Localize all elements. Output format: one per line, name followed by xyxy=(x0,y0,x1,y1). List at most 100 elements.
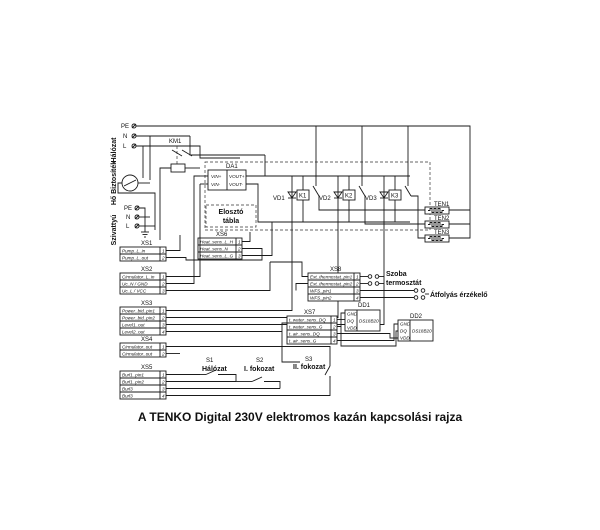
relay-3-label: K3 xyxy=(391,194,399,200)
dd1-title: DD1 xyxy=(358,303,371,309)
xs8-pin-3-num: 3 xyxy=(356,289,359,294)
relay-1: VD1 K1 xyxy=(273,126,425,222)
side-label-ho-biztosilek: Hő Biztosíték xyxy=(111,161,118,205)
heater-2-element xyxy=(424,220,450,229)
xs3-pin-4-num: 4 xyxy=(162,330,165,335)
contactor-km1-label: KM1 xyxy=(169,139,182,145)
eloszto-tabla-line2: tábla xyxy=(223,218,239,225)
xs7-title: XS7 xyxy=(304,310,316,316)
eloszto-tabla-box xyxy=(205,204,257,228)
xs4-pin-2-num: 2 xyxy=(161,352,165,357)
switch-s2-label: I. fokozat xyxy=(244,366,275,373)
sensor-dd2: DD2 GND DQ VDD DS18B20 xyxy=(397,314,434,342)
connector-xs5: XS5 Burl1_pin1 Burl1_pin2 Burl3 Burl3 1 … xyxy=(119,365,331,400)
xs8-pin-4-label: WFS_pin2 xyxy=(310,296,332,301)
dd1-pin-gnd: GND xyxy=(347,312,358,317)
heater-1-label: TEN1 xyxy=(434,202,450,208)
connector-xs8: XS8 Ext_thermostat_pin1 Ext_thermostat_p… xyxy=(270,261,429,302)
switch-s2-ref: S2 xyxy=(256,358,264,364)
xs4-title: XS4 xyxy=(141,337,153,343)
pump-terminal-pe: PE xyxy=(124,206,132,212)
xs8-pin-3-label: WFS_pin1 xyxy=(310,289,332,294)
xs4-pin-2-label: Cirmulator_out xyxy=(122,352,153,357)
da1-input-1: VIN+ xyxy=(211,174,222,179)
xs4-pin-1-num: 1 xyxy=(162,345,165,350)
connector-xs6: XS6 Heat_sens_L_H Heat_sens_N Heat_sens_… xyxy=(197,222,273,260)
xs5-pin-4-num: 4 xyxy=(162,394,165,399)
dd1-pin-dq: DQ xyxy=(347,319,354,324)
xs6-title: XS6 xyxy=(216,232,228,238)
xs2-pin-1-num: 1 xyxy=(162,275,165,280)
xs6-pin-3-num: 3 xyxy=(238,254,241,259)
label-szoba-line2: termosztát xyxy=(386,280,422,287)
xs2-pin-2-label: Uc_N / GND xyxy=(122,282,148,287)
xs5-pin-2-num: 2 xyxy=(161,380,165,385)
relay-1-label: K1 xyxy=(299,194,307,200)
da1-output-2: VOUT- xyxy=(229,182,243,187)
xs3-pin-2-num: 2 xyxy=(161,316,165,321)
sensor-dd1: DD1 GND DQ VDD DS18B20 xyxy=(344,303,381,332)
xs8-pin-2-label: Ext_thermostat_pin2 xyxy=(310,282,353,287)
side-label-halozat: Hálózat xyxy=(111,137,118,163)
dd2-pin-dq: DQ xyxy=(400,329,407,334)
connector-xs1: XS1 Pump_L_in Pump_L_out 1 2 xyxy=(119,235,263,262)
module-da1: DA1 VIN+ VIN- VOUT+ VOUT- xyxy=(200,164,410,223)
xs6-pin-1-num: 1 xyxy=(238,240,241,245)
xs2-title: XS2 xyxy=(141,267,153,273)
side-label-szivattyu: Szivattyú xyxy=(111,215,118,246)
xs6-pin-2-num: 2 xyxy=(237,247,241,252)
xs3-pin-3-label: Level1_out xyxy=(122,323,145,328)
xs1-pin-1-label: Pump_L_in xyxy=(122,249,146,254)
heater-3-element xyxy=(424,234,450,243)
xs1-pin-2-num: 2 xyxy=(161,256,165,261)
da1-output-1: VOUT+ xyxy=(229,174,245,179)
xs7-pin-4-label: t_air_sens_G xyxy=(289,339,317,344)
contactor-coil xyxy=(170,163,186,173)
xs7-pin-3-label: t_air_sens_DQ xyxy=(289,332,320,337)
heater-2-label: TEN2 xyxy=(434,216,450,222)
xs3-pin-1-label: Power_bid_pin1 xyxy=(122,309,155,314)
switch-s1: S1 Hálózat xyxy=(200,358,237,382)
xs2-pin-2-num: 2 xyxy=(161,282,165,287)
xs5-pin-4-label: Burl3 xyxy=(122,394,133,399)
xs1-pin-2-label: Pump_L_out xyxy=(122,256,149,261)
xs8-pin-1-label: Ext_thermostat_pin1 xyxy=(310,275,353,280)
relay-1-diode-label: VD1 xyxy=(273,196,285,202)
switch-s1-label: Hálózat xyxy=(202,366,228,373)
xs3-title: XS3 xyxy=(141,301,153,307)
switch-s3: S3 II. fokozat xyxy=(281,331,331,378)
dd1-chip: DS18B20 xyxy=(359,319,379,324)
heaters: TEN1 TEN2 TEN3 xyxy=(424,202,471,243)
label-szoba-line1: Szoba xyxy=(386,271,407,278)
pump-terminals: PE N L xyxy=(124,205,155,238)
xs3-pin-2-label: Power_bid_pin2 xyxy=(122,316,155,321)
thermal-fuse xyxy=(117,174,156,230)
relay-2: VD2 K2 xyxy=(319,126,425,225)
connector-xs2: XS2 Cirmulator_L_in Uc_N / GND Uc_L / VC… xyxy=(119,175,271,295)
relay-2-label: K2 xyxy=(345,194,353,200)
xs8-title: XS8 xyxy=(330,267,342,273)
xs5-title: XS5 xyxy=(141,365,153,371)
xs8-pin-2-num: 2 xyxy=(355,282,359,287)
xs5-pin-3-num: 3 xyxy=(162,387,165,392)
relay-2-diode-label: VD2 xyxy=(319,196,331,202)
dd2-pin-gnd: GND xyxy=(400,322,411,327)
mains-terminal-n: N xyxy=(123,134,127,140)
mains-terminal-pe: PE xyxy=(121,124,129,130)
module-da1-label: DA1 xyxy=(226,164,238,170)
mains-terminal-l: L xyxy=(123,144,127,150)
xs7-pin-1-num: 1 xyxy=(333,318,336,323)
relay-3: VD3 K3 xyxy=(365,126,425,239)
xs6-pin-3-label: Heat_sens_L_G xyxy=(200,254,234,259)
xs5-pin-3-label: Burl3 xyxy=(122,387,133,392)
dd2-chip: DS18B20 xyxy=(412,329,432,334)
connector-xs4: XS4 Cirmulator_out Cirmulator_out 1 2 xyxy=(119,337,331,362)
label-atfolyas: Átfolyás érzékelő xyxy=(430,290,488,299)
main-board-region xyxy=(204,161,431,231)
connector-xs7: XS7 t_water_sens_DQ t_water_sens_G t_air… xyxy=(281,310,398,347)
switch-s3-ref: S3 xyxy=(305,357,313,363)
da1-input-2: VIN- xyxy=(211,182,221,187)
xs6-pin-1-label: Heat_sens_L_H xyxy=(200,240,234,245)
relay-3-diode-label: VD3 xyxy=(365,196,377,202)
